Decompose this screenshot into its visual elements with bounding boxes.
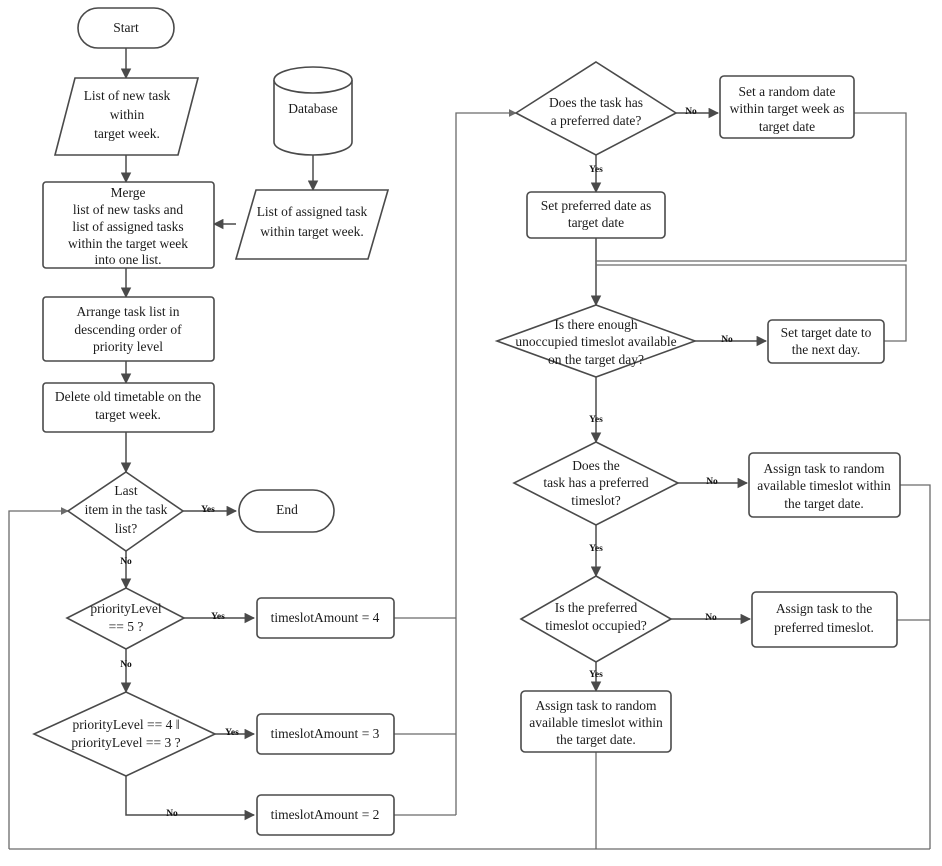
node-enough-timeslot-line-0: Is there enough [554,317,637,332]
edge-label-no-priority43: No [166,809,178,819]
edge-label-no-enoughtimeslot: No [721,335,733,345]
node-assign-random-b-line-0: Assign task to random [535,698,657,713]
node-has-preferred-date-line-1: a preferred date? [551,113,642,128]
edge-label-yes-haspreferreddate: Yes [589,165,603,175]
node-database-label: Database [288,101,337,116]
node-arrange[interactable]: Arrange task list in descending order of… [42,296,215,362]
node-has-preferred-date-line-0: Does the task has [549,95,643,110]
node-merge-line-3: within the target week [68,236,188,251]
node-assigned-task-io[interactable]: List of assigned task within target week… [234,189,390,260]
edge-label-no-lastitem: No [120,557,132,567]
node-merge-line-1: list of new tasks and [73,202,183,217]
node-slot-occupied-line-1: timeslot occupied? [545,618,647,633]
node-priority5-line-1: == 5 ? [109,619,144,634]
node-assigned-task-io-line-0: List of assigned task [257,204,368,219]
node-enough-timeslot-line-1: unoccupied timeslot available [515,334,676,349]
node-merge[interactable]: Merge list of new tasks and list of assi… [42,181,215,269]
node-has-preferred-slot-line-1: task has a preferred [543,475,649,490]
node-priority43[interactable]: priorityLevel == 4 ‖ priorityLevel == 3 … [32,691,217,777]
node-last-item[interactable]: Last item in the task list? [66,471,185,552]
edge-label-yes-haspreferredslot: Yes [589,544,603,554]
node-assign-random-b[interactable]: Assign task to random available timeslot… [520,690,672,753]
node-start[interactable]: Start [77,7,175,49]
node-slot4-line-0: timeslotAmount = 4 [271,610,380,625]
node-next-day-line-0: Set target date to [781,325,872,340]
edge-nextday-rail [596,264,907,342]
node-assign-random-b-line-1: available timeslot within [529,715,663,730]
node-assign-preferred-line-1: preferred timeslot. [774,620,874,635]
node-next-day[interactable]: Set target date to the next day. [767,319,885,364]
node-delete-old-line-0: Delete old timetable on the [55,389,201,404]
node-enough-timeslot[interactable]: Is there enough unoccupied timeslot avai… [494,304,698,378]
edge-randomdate-rail [596,112,907,262]
node-last-item-line-0: Last [114,483,137,498]
node-has-preferred-slot[interactable]: Does the task has a preferred timeslot? [512,441,680,526]
node-random-date-line-0: Set a random date [738,84,835,99]
node-end[interactable]: End [238,489,335,533]
node-priority43-line-0: priorityLevel == 4 ‖ [72,717,179,732]
edge-label-no-slotoccupied: No [705,613,717,623]
edge-label-no-priority5: No [120,660,132,670]
node-has-preferred-date[interactable]: Does the task has a preferred date? [514,61,678,156]
node-slot-occupied-line-0: Is the preferred [555,600,638,615]
edge-assignrandoma-rail [900,484,931,849]
node-arrange-line-1: descending order of [74,322,182,337]
node-merge-line-4: into one list. [94,252,161,267]
edge-rail-to-haspreferreddate [455,109,517,815]
edge-priority43-no-slot2 [125,776,256,821]
node-set-preferred-date-line-0: Set preferred date as [541,198,652,213]
node-priority43-line-1: priorityLevel == 3 ? [71,735,180,750]
edge-label-yes-slotoccupied: Yes [589,670,603,680]
node-slot-occupied[interactable]: Is the preferred timeslot occupied? [519,575,673,663]
node-has-preferred-slot-line-0: Does the [572,458,620,473]
node-slot3-line-0: timeslotAmount = 3 [271,726,380,741]
node-start-label: Start [113,20,139,35]
edge-label-yes-enoughtimeslot: Yes [589,415,603,425]
node-set-preferred-date[interactable]: Set preferred date as target date [526,191,666,239]
node-enough-timeslot-line-2: on the target day? [548,352,644,367]
node-merge-line-0: Merge [111,185,146,200]
node-new-task-io-line-1: within [110,107,145,122]
node-has-preferred-slot-line-2: timeslot? [571,493,621,508]
edge-label-no-haspreferredslot: No [706,477,718,487]
node-new-task-io-line-2: target week. [94,126,160,141]
node-assign-random-a-line-2: the target date. [784,496,864,511]
edge-loopback-to-lastitem [8,507,69,849]
node-end-label: End [276,502,298,517]
node-priority5-line-0: priorityLevel [90,601,161,616]
node-new-task-io-line-0: List of new task [84,88,171,103]
node-assigned-task-io-line-1: within target week. [260,224,364,239]
node-assign-random-a[interactable]: Assign task to random available timeslot… [748,452,901,518]
node-assign-random-a-line-0: Assign task to random [763,461,885,476]
node-assign-preferred[interactable]: Assign task to the preferred timeslot. [751,591,898,648]
edge-label-yes-lastitem: Yes [201,505,215,515]
node-delete-old[interactable]: Delete old timetable on the target week. [42,382,215,433]
edge-label-yes-priority43: Yes [225,728,239,738]
node-slot4[interactable]: timeslotAmount = 4 [256,597,395,639]
node-assign-random-a-line-1: available timeslot within [757,478,891,493]
node-delete-old-line-1: target week. [95,407,161,422]
node-database[interactable]: Database [273,66,353,156]
node-priority5[interactable]: priorityLevel == 5 ? [65,587,186,650]
connector-layer: Yes No Yes No Yes No No Yes [8,48,931,850]
node-merge-line-2: list of assigned tasks [72,219,183,234]
node-arrange-line-2: priority level [93,339,163,354]
node-assign-preferred-line-0: Assign task to the [776,601,872,616]
node-random-date-line-1: within target week as [730,101,845,116]
node-new-task-io[interactable]: List of new task within target week. [53,77,200,156]
node-assign-random-b-line-2: the target date. [556,732,636,747]
edge-label-no-haspreferreddate: No [685,107,697,117]
node-arrange-line-0: Arrange task list in [76,304,179,319]
node-slot2[interactable]: timeslotAmount = 2 [256,794,395,836]
edge-label-yes-priority5: Yes [211,612,225,622]
node-next-day-line-1: the next day. [792,342,860,357]
node-last-item-line-2: list? [115,521,138,536]
node-slot3[interactable]: timeslotAmount = 3 [256,713,395,755]
node-slot2-line-0: timeslotAmount = 2 [271,807,380,822]
node-random-date-line-2: target date [759,119,815,134]
node-set-preferred-date-line-1: target date [568,215,624,230]
node-last-item-line-1: item in the task [85,502,168,517]
node-random-date[interactable]: Set a random date within target week as … [719,75,855,139]
